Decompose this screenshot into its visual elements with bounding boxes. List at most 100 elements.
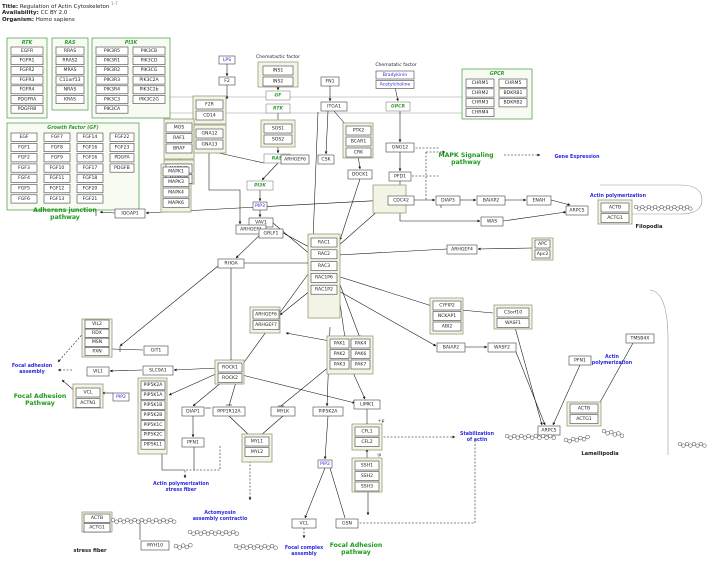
- gene-grlf1[interactable]: GRLF1: [258, 228, 284, 239]
- gene-rac1p6[interactable]: RAC1P6: [310, 273, 338, 283]
- gene-fgfr2[interactable]: FGFR2: [10, 66, 44, 75]
- gene-pip3[interactable]: PIP3: [252, 201, 268, 211]
- gene-pip5kl1[interactable]: PIP5KL1: [140, 440, 166, 450]
- gene-vcl[interactable]: VCL: [291, 518, 317, 529]
- gene-fgf3[interactable]: FGF3: [10, 163, 38, 173]
- gene-arpc5[interactable]: ARPC5: [537, 425, 561, 436]
- gene-pfn1[interactable]: PFN1: [568, 355, 592, 366]
- gene-csk[interactable]: CSK: [317, 154, 335, 165]
- gene-arhgef6[interactable]: ARHGEF6: [280, 154, 310, 165]
- gene-rac1[interactable]: RAC1: [310, 237, 338, 248]
- gene-wasf2[interactable]: WASF2: [487, 342, 517, 353]
- gene-pik3c3[interactable]: PIK3C3: [95, 95, 129, 104]
- gene-ins1[interactable]: INS1: [262, 65, 294, 76]
- gene-rras2[interactable]: RRAS2: [55, 56, 85, 66]
- gene-bradykinin[interactable]: Bradykinin: [375, 70, 415, 80]
- gene-chrm3[interactable]: CHRM3: [465, 98, 495, 108]
- gene-pdgfra[interactable]: PDGFRA: [10, 95, 44, 104]
- gene-rac2[interactable]: RAC2: [310, 249, 338, 260]
- gene-nckap1[interactable]: NCKAP1: [432, 311, 462, 321]
- gene-mapk6[interactable]: MAPK6: [162, 198, 190, 208]
- gene-slc9a1[interactable]: SLC9A1: [142, 365, 174, 376]
- gene-actg1[interactable]: ACTG1: [600, 213, 630, 223]
- gene-pip2[interactable]: PIP2: [112, 392, 130, 402]
- gene-fn1[interactable]: FN1: [320, 76, 340, 87]
- gene-apc[interactable]: APC: [534, 239, 551, 249]
- gene-pik3ca[interactable]: PIK3CA: [95, 104, 129, 114]
- gene-diap1[interactable]: DIAP1: [181, 406, 205, 417]
- gene-c11orf13[interactable]: C11orf13: [55, 75, 85, 85]
- gene-fgf8[interactable]: FGF8: [43, 143, 71, 152]
- gene-fgf16[interactable]: FGF16: [76, 143, 104, 152]
- gene-fgf5[interactable]: FGF5: [10, 184, 38, 194]
- gene-dock1[interactable]: DOCK1: [347, 169, 373, 180]
- gene-cdc42[interactable]: CDC42: [387, 195, 415, 206]
- gene-fgfr3[interactable]: FGFR3: [10, 75, 44, 85]
- gene-fgf4[interactable]: FGF4: [10, 173, 38, 183]
- gene-gsn[interactable]: GSN: [335, 518, 359, 529]
- gene-actb[interactable]: ACTB: [600, 202, 630, 213]
- gene-bdkrb2[interactable]: BDKRB2: [498, 98, 528, 108]
- gene-mapk1[interactable]: MAPK1: [162, 166, 190, 177]
- gene-arpc5[interactable]: ARPC5: [565, 205, 589, 216]
- gene-egf[interactable]: EGF: [10, 132, 38, 142]
- gene-chrm5[interactable]: CHRM5: [498, 78, 528, 88]
- gene-pik3r2[interactable]: PIK3R2: [95, 66, 129, 75]
- gene-fgf21[interactable]: FGF21: [76, 194, 104, 204]
- gene-pik3c2a[interactable]: PIK3C2A: [132, 75, 166, 85]
- gene-pdgfb[interactable]: PDGFB: [109, 163, 135, 173]
- gene-gna13[interactable]: GNA13: [195, 139, 224, 150]
- gene-fgf11[interactable]: FGF11: [43, 173, 71, 183]
- gene-fgf18[interactable]: FGF18: [76, 173, 104, 183]
- gene-gng12[interactable]: GNG12: [385, 142, 415, 153]
- gene-pfn1[interactable]: PFN1: [181, 437, 205, 448]
- gene-fgf20[interactable]: FGF20: [76, 184, 104, 194]
- gene-pik3cd[interactable]: PIK3CD: [132, 56, 166, 66]
- gene-actb[interactable]: ACTB: [83, 513, 111, 523]
- gene-iqgap1[interactable]: IQGAP1: [114, 208, 146, 219]
- gene-mapk4[interactable]: MAPK4: [162, 187, 190, 198]
- gene-c3orf10[interactable]: C3orf10: [496, 307, 530, 318]
- gene-actn1[interactable]: ACTN1: [75, 398, 101, 408]
- gene-chrm4[interactable]: CHRM4: [465, 108, 495, 118]
- gene-fgf13[interactable]: FGF13: [43, 194, 71, 204]
- gene-git1[interactable]: GIT1: [143, 345, 169, 356]
- gene-was[interactable]: WAS: [480, 216, 504, 227]
- gene-actb[interactable]: ACTB: [569, 403, 599, 414]
- gene-egfr[interactable]: EGFR: [10, 46, 44, 56]
- gene-pip5k2c[interactable]: PIP5K2C: [140, 430, 166, 440]
- gene-crk[interactable]: CRK: [345, 147, 372, 158]
- gene-pik3r3[interactable]: PIK3R3: [95, 75, 129, 85]
- gene-fgf22[interactable]: FGF22: [109, 132, 135, 142]
- gene-pip2[interactable]: PIP2: [317, 459, 333, 469]
- gene-lps[interactable]: LPS: [218, 55, 236, 65]
- gene-fgfr1[interactable]: FGFR1: [10, 56, 44, 66]
- gene-fgf10[interactable]: FGF10: [43, 163, 71, 173]
- gene-pip5k2a[interactable]: PIP5K2A: [140, 380, 166, 391]
- gene-ssh1[interactable]: SSH1: [354, 460, 380, 471]
- gene-pip5k1a[interactable]: PIP5K1A: [140, 390, 166, 400]
- gene-pdgfrb[interactable]: PDGFRB: [10, 104, 44, 114]
- gene-pip5k1c[interactable]: PIP5K1C: [140, 420, 166, 430]
- gene-fgf14[interactable]: FGF14: [76, 132, 104, 142]
- gene-acetylcholine[interactable]: Acetylcholine: [375, 80, 415, 89]
- gene-myh10[interactable]: MYH10: [140, 540, 170, 551]
- gene-rras[interactable]: RRAS: [55, 46, 85, 56]
- gene-ins2[interactable]: INS2: [262, 76, 294, 87]
- gene-pik3r1[interactable]: PIK3R1: [95, 56, 129, 66]
- gene-myl2[interactable]: MYL2: [244, 447, 270, 457]
- gene-abi2[interactable]: ABI2: [432, 321, 462, 332]
- gene-cfl1[interactable]: CFL1: [354, 426, 380, 437]
- gene-diap3[interactable]: DIAP3: [435, 195, 461, 206]
- gene-ppp1r12a[interactable]: PPP1R12A: [212, 406, 246, 417]
- gene-braf[interactable]: BRAF: [165, 143, 193, 154]
- gene-fgf7[interactable]: FGF7: [43, 132, 71, 142]
- gene-raf1[interactable]: RAF1: [165, 133, 193, 143]
- gene-itga1[interactable]: ITGA1: [320, 101, 348, 112]
- gene-pik3c2g[interactable]: PIK3C2G: [132, 95, 166, 104]
- gene-mylk[interactable]: MYLK: [270, 406, 296, 417]
- gene-cfl2[interactable]: CFL2: [354, 437, 380, 447]
- gene-fgf9[interactable]: FGF9: [43, 153, 71, 163]
- gene-fgfr4[interactable]: FGFR4: [10, 85, 44, 95]
- gene-arhgef7[interactable]: ARHGEF7: [252, 320, 280, 330]
